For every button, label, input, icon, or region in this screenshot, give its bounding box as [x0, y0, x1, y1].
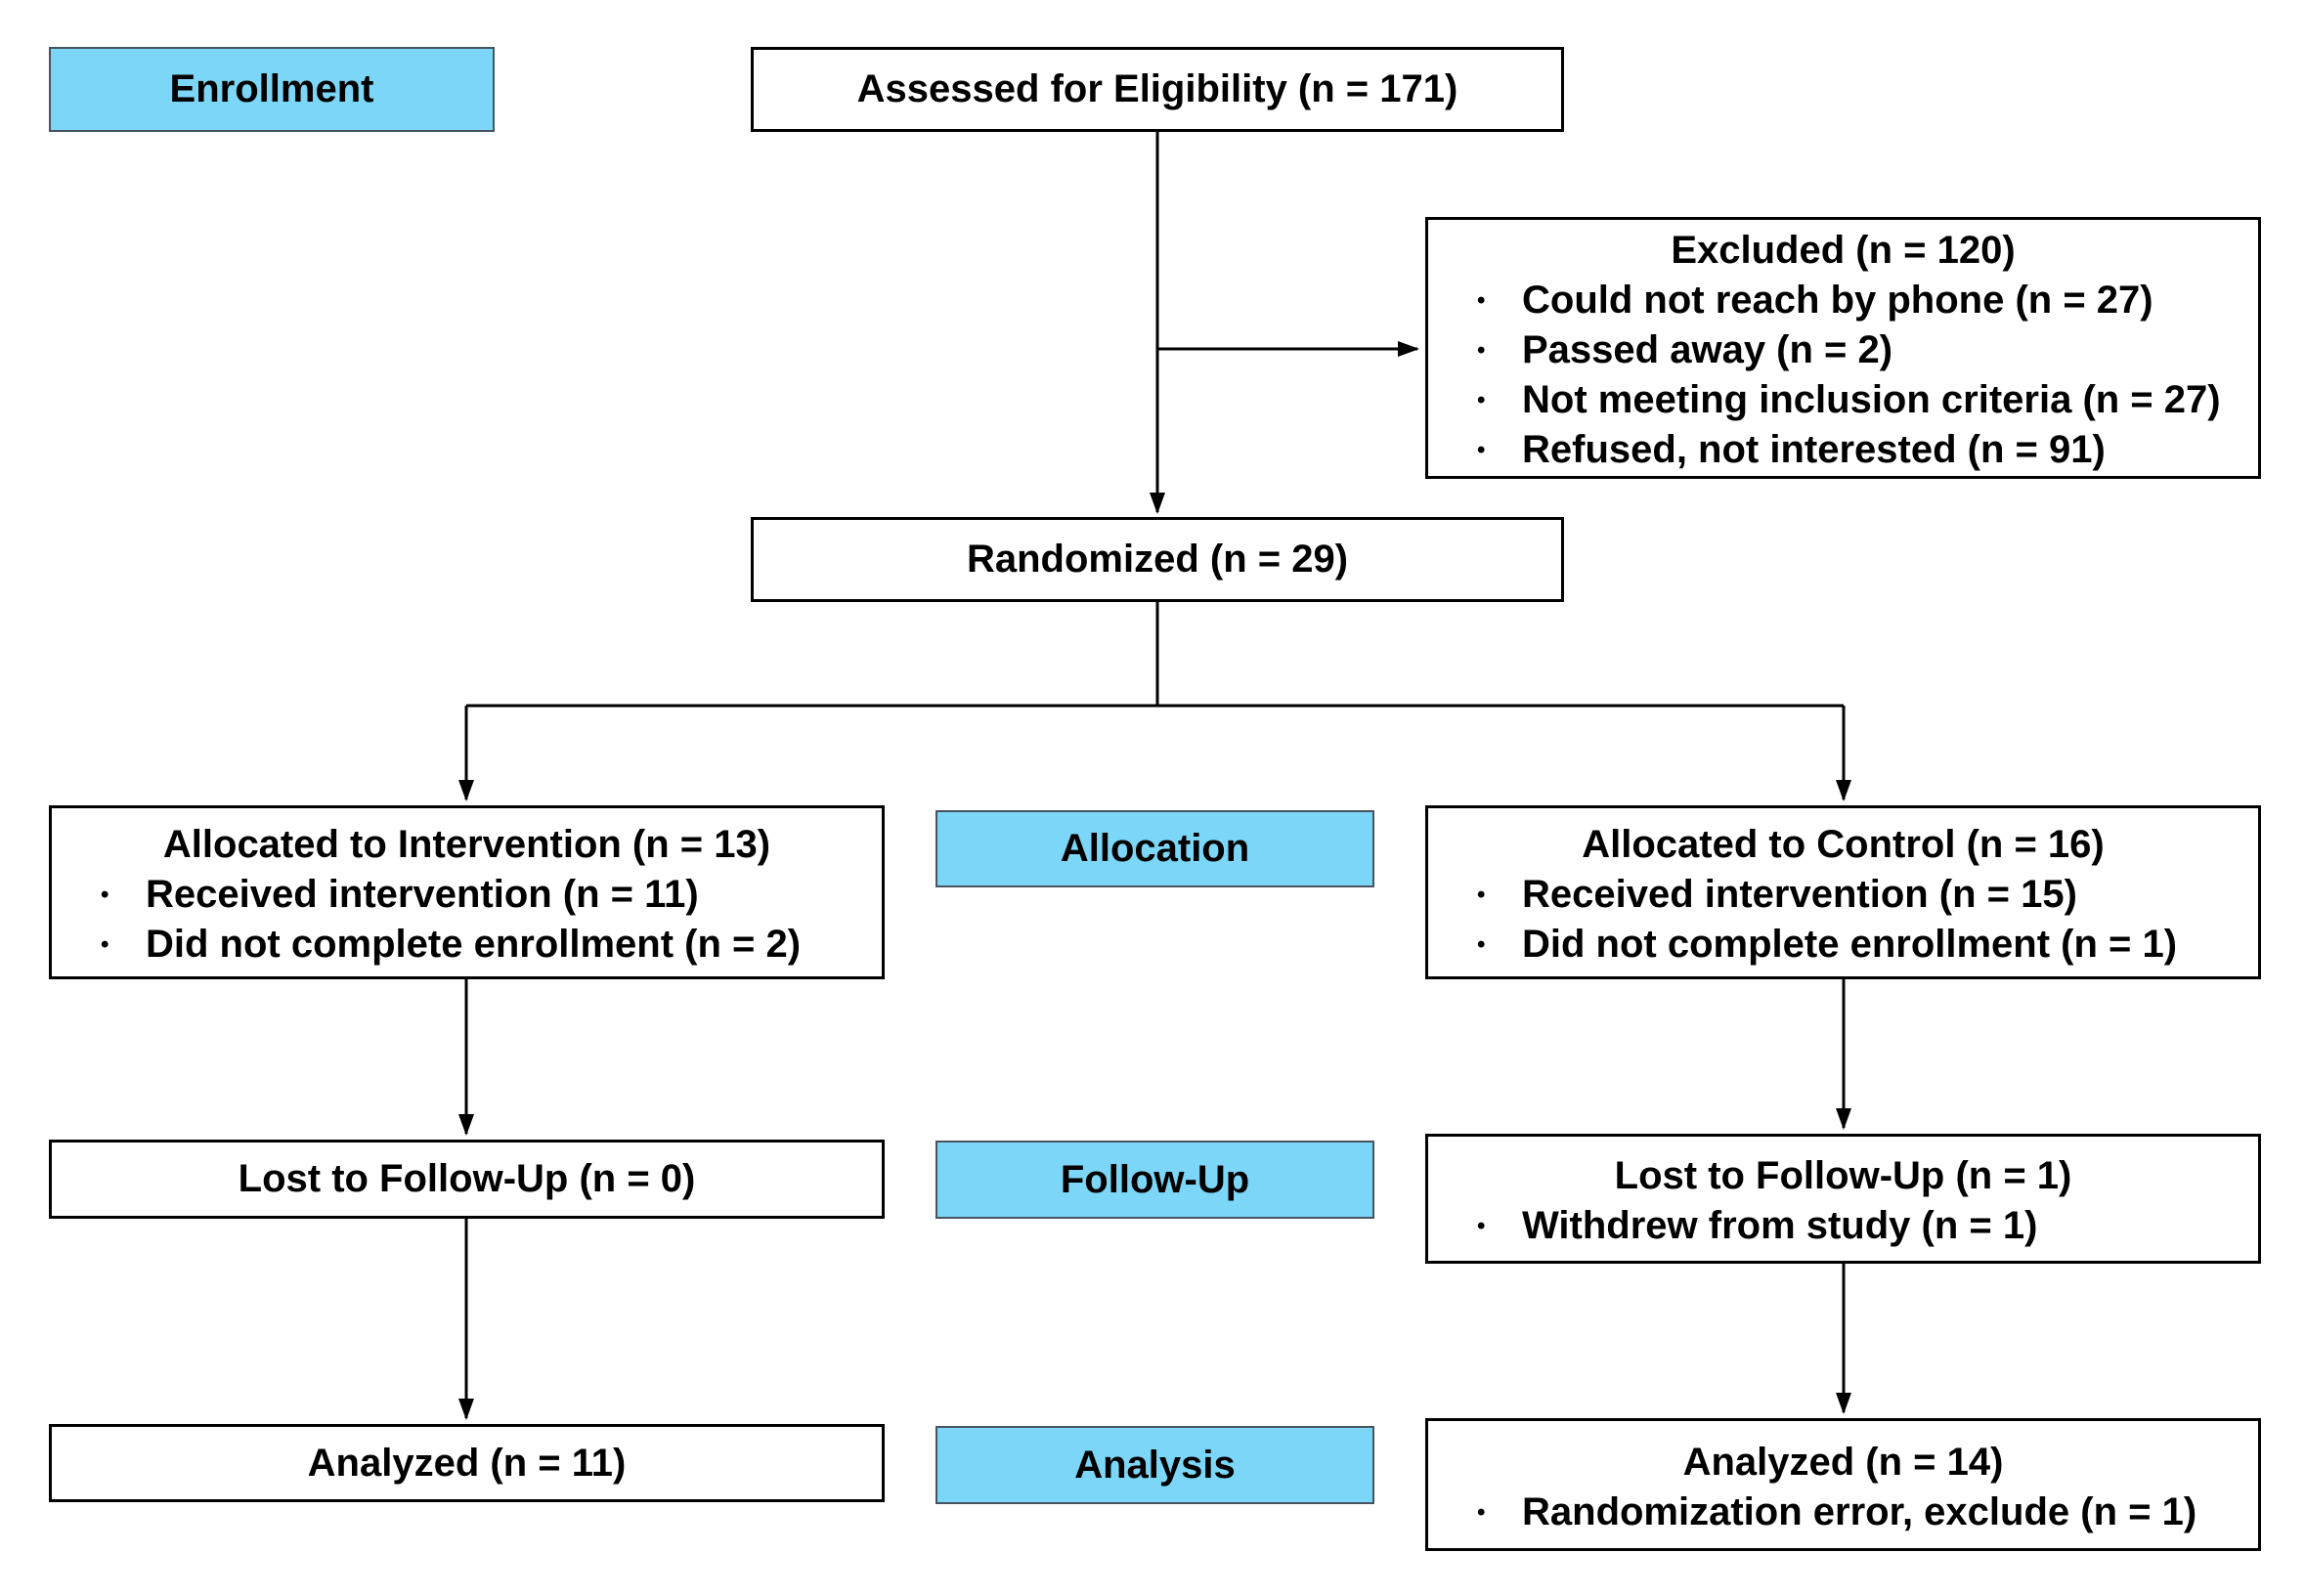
randomized-box: Randomized (n = 29) [751, 517, 1564, 602]
bullet-dot: • [1477, 882, 1486, 908]
box-title: Lost to Follow-Up (n = 0) [238, 1157, 696, 1200]
bullet-text: Refused, not interested (n = 91) [1522, 428, 2106, 471]
enrollment-stage-label: Enrollment [49, 47, 495, 132]
analyzed-control-box: Analyzed (n = 14) • Randomization error,… [1425, 1418, 2261, 1551]
bullet-dot: • [1477, 437, 1486, 463]
box-title: Randomized (n = 29) [966, 538, 1349, 581]
lost-followup-control-box: Lost to Follow-Up (n = 1) • Withdrew fro… [1425, 1134, 2261, 1264]
bullet-item: • Randomization error, exclude (n = 1) [1428, 1488, 2258, 1537]
stage-label-text: Analysis [1074, 1443, 1236, 1487]
bullet-text: Randomization error, exclude (n = 1) [1522, 1490, 2197, 1533]
bullet-item: • Could not reach by phone (n = 27) [1428, 276, 2258, 325]
bullet-text: Received intervention (n = 11) [146, 873, 699, 916]
excluded-box: Excluded (n = 120) • Could not reach by … [1425, 217, 2261, 479]
box-title: Analyzed (n = 11) [307, 1441, 627, 1485]
bullet-item: • Passed away (n = 2) [1428, 325, 2258, 375]
bullet-dot: • [1477, 931, 1486, 958]
bullet-dot: • [101, 931, 109, 958]
bullet-dot: • [1477, 287, 1486, 314]
assessed-eligibility-box: Assessed for Eligibility (n = 171) [751, 47, 1564, 132]
bullet-item: • Refused, not interested (n = 91) [1428, 425, 2258, 475]
stage-label-text: Enrollment [169, 67, 374, 110]
box-title: Allocated to Intervention (n = 13) [162, 823, 771, 866]
box-title: Analyzed (n = 14) [1682, 1441, 2004, 1484]
bullet-dot: • [1477, 1499, 1486, 1526]
bullet-item: • Withdrew from study (n = 1) [1428, 1201, 2258, 1251]
bullet-text: Could not reach by phone (n = 27) [1522, 279, 2153, 322]
stage-label-text: Allocation [1060, 827, 1250, 870]
allocated-intervention-box: Allocated to Intervention (n = 13) • Rec… [49, 805, 885, 979]
box-title: Allocated to Control (n = 16) [1582, 823, 2105, 866]
analyzed-intervention-box: Analyzed (n = 11) [49, 1424, 885, 1502]
bullet-text: Did not complete enrollment (n = 2) [146, 923, 802, 966]
box-title: Excluded (n = 120) [1671, 229, 2016, 272]
bullet-dot: • [1477, 387, 1486, 413]
bullet-item: • Received intervention (n = 15) [1428, 870, 2258, 920]
bullet-dot: • [101, 882, 109, 908]
bullet-item: • Received intervention (n = 11) [52, 870, 882, 920]
bullet-text: Not meeting inclusion criteria (n = 27) [1522, 378, 2221, 421]
bullet-text: Withdrew from study (n = 1) [1522, 1204, 2038, 1247]
stage-label-text: Follow-Up [1060, 1157, 1250, 1201]
bullet-text: Received intervention (n = 15) [1522, 873, 2077, 916]
analysis-stage-label: Analysis [935, 1426, 1374, 1504]
bullet-dot: • [1477, 1213, 1486, 1239]
box-title: Assessed for Eligibility (n = 171) [856, 67, 1458, 110]
bullet-text: Passed away (n = 2) [1522, 328, 1893, 371]
bullet-item: • Did not complete enrollment (n = 1) [1428, 920, 2258, 970]
box-title: Lost to Follow-Up (n = 1) [1614, 1154, 2072, 1197]
allocation-stage-label: Allocation [935, 810, 1374, 887]
bullet-dot: • [1477, 337, 1486, 364]
lost-followup-intervention-box: Lost to Follow-Up (n = 0) [49, 1140, 885, 1219]
bullet-item: • Not meeting inclusion criteria (n = 27… [1428, 375, 2258, 425]
allocated-control-box: Allocated to Control (n = 16) • Received… [1425, 805, 2261, 979]
followup-stage-label: Follow-Up [935, 1141, 1374, 1219]
bullet-text: Did not complete enrollment (n = 1) [1522, 923, 2178, 966]
bullet-item: • Did not complete enrollment (n = 2) [52, 920, 882, 970]
